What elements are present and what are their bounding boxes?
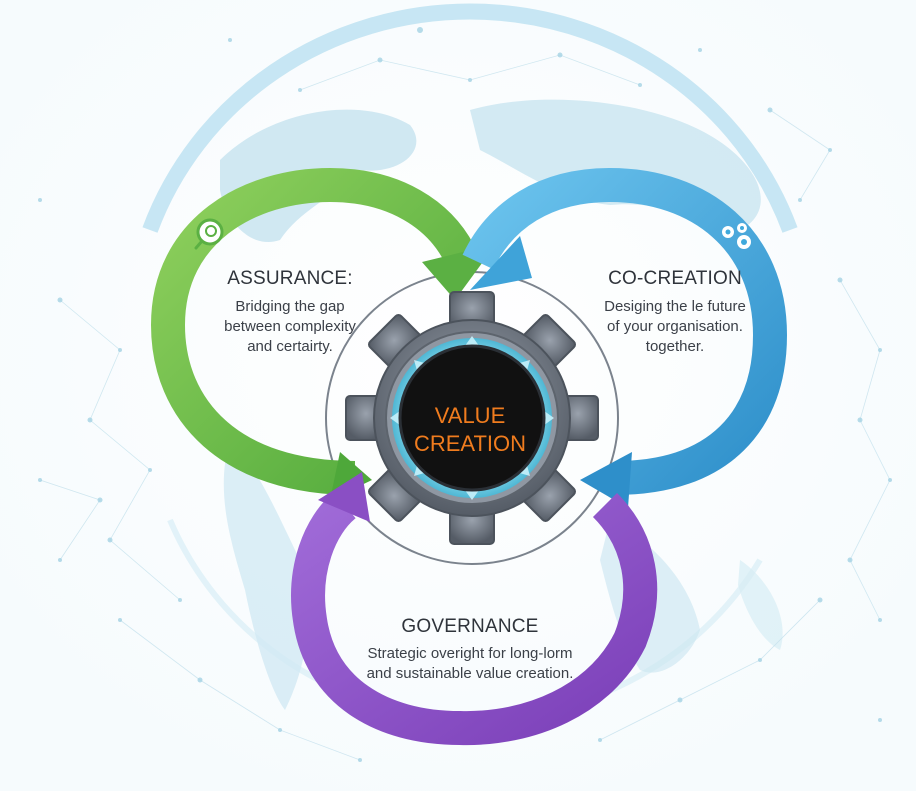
governance-arrow xyxy=(291,472,658,746)
cocreation-line-1: Desiging the le future xyxy=(604,298,746,315)
governance-line-1: Strategic overight for long-lorm xyxy=(367,645,573,662)
assurance-label: ASSURANCE: Bridging the gap between comp… xyxy=(200,268,380,357)
governance-label: GOVERNANCE Strategic overight for long-l… xyxy=(350,616,590,684)
assurance-description: Bridging the gap between complexity and … xyxy=(200,297,380,357)
center-disc xyxy=(398,344,546,492)
magnifier-icon xyxy=(194,218,224,250)
assurance-title: ASSURANCE: xyxy=(227,268,353,289)
center-line-2: CREATION xyxy=(413,431,527,456)
assurance-line-1: Bridging the gap xyxy=(235,298,345,315)
center-label: VALUE CREATION xyxy=(398,402,542,458)
gears-icon xyxy=(722,223,751,249)
assurance-line-3: and certairty. xyxy=(247,338,333,355)
assurance-line-2: between complexity xyxy=(224,318,356,335)
center-line-1: VALUE xyxy=(434,403,506,428)
governance-description: Strategic overight for long-lorm and sus… xyxy=(350,644,590,684)
cocreation-label: CO-CREATION Desiging the le future of yo… xyxy=(575,268,775,357)
gear-icon xyxy=(345,291,599,545)
cocreation-title: CO-CREATION xyxy=(608,268,742,289)
cocreation-line-2: of your organisation. xyxy=(607,318,743,335)
cocreation-line-3: together. xyxy=(645,338,705,355)
governance-line-2: and sustainable value creation. xyxy=(366,665,574,682)
governance-title: GOVERNANCE xyxy=(401,616,539,637)
cocreation-description: Desiging the le future of your organisat… xyxy=(575,297,775,357)
